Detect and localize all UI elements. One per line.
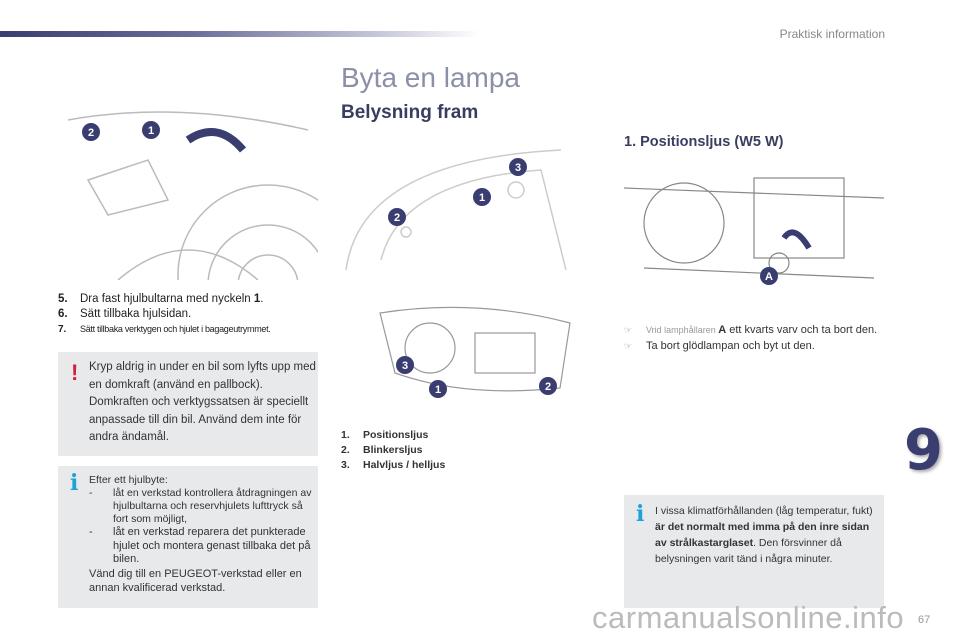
svg-text:1: 1: [479, 192, 485, 204]
svg-text:2: 2: [545, 381, 551, 393]
svg-text:2: 2: [394, 212, 400, 224]
page-number: 67: [918, 614, 931, 626]
chapter-number: 9: [904, 418, 943, 483]
warning-box: ! Kryp aldrig in under en bil som lyfts …: [58, 352, 318, 456]
page-title: Byta en lampa: [341, 62, 520, 93]
info-icon: i: [70, 470, 79, 496]
header-bar: [0, 31, 480, 37]
instruction-item: ☞Ta bort glödlampan och byt ut den.: [624, 340, 815, 352]
legend-item: 1.Positionsljus: [341, 429, 429, 441]
legend-item: 2.Blinkersljus: [341, 444, 423, 456]
steps-list: 5.Dra fast hjulbultarna med nyckeln 1. 6…: [58, 292, 271, 337]
step: 5.Dra fast hjulbultarna med nyckeln 1.: [58, 293, 264, 305]
callout-a: A: [765, 271, 773, 283]
lamp-holder-illustration: A: [624, 168, 886, 308]
subtitle: Belysning fram: [341, 102, 479, 123]
svg-text:3: 3: [515, 162, 521, 174]
instruction-item: ☞Vrid lamphållaren A ett kvarts varv och…: [624, 324, 878, 336]
callout-1: 1: [148, 125, 154, 137]
headlamp-illustration: 3 1 2: [375, 303, 575, 403]
instructions: ☞Vrid lamphållaren A ett kvarts varv och…: [624, 322, 884, 354]
callout-2: 2: [88, 127, 94, 139]
step: 6.Sätt tillbaka hjulsidan.: [58, 308, 192, 320]
position-heading: 1. Positionsljus (W5 W): [624, 134, 784, 150]
watermark: carmanualsonline.info: [592, 600, 905, 635]
info-box-wheel: i Efter ett hjulbyte: -låt en verkstad k…: [58, 466, 318, 608]
svg-text:3: 3: [402, 360, 408, 372]
pointer-icon: ☞: [624, 325, 633, 335]
svg-text:1: 1: [435, 384, 441, 396]
wheel-illustration: 2 1: [58, 100, 318, 280]
car-front-illustration: 3 1 2: [341, 140, 586, 275]
legend-item: 3.Halvljus / helljus: [341, 459, 446, 471]
info-box-condensation: i I vissa klimatförhållanden (låg temper…: [624, 495, 884, 608]
lamp-legend: 1.Positionsljus 2.Blinkersljus 3.Halvlju…: [341, 428, 445, 473]
info-icon: i: [636, 501, 645, 527]
section-title: Praktisk information: [779, 27, 885, 41]
pointer-icon: ☞: [624, 341, 633, 351]
warning-icon: !: [71, 360, 79, 385]
step: 7.Sätt tillbaka verktygen och hjulet i b…: [58, 324, 271, 335]
